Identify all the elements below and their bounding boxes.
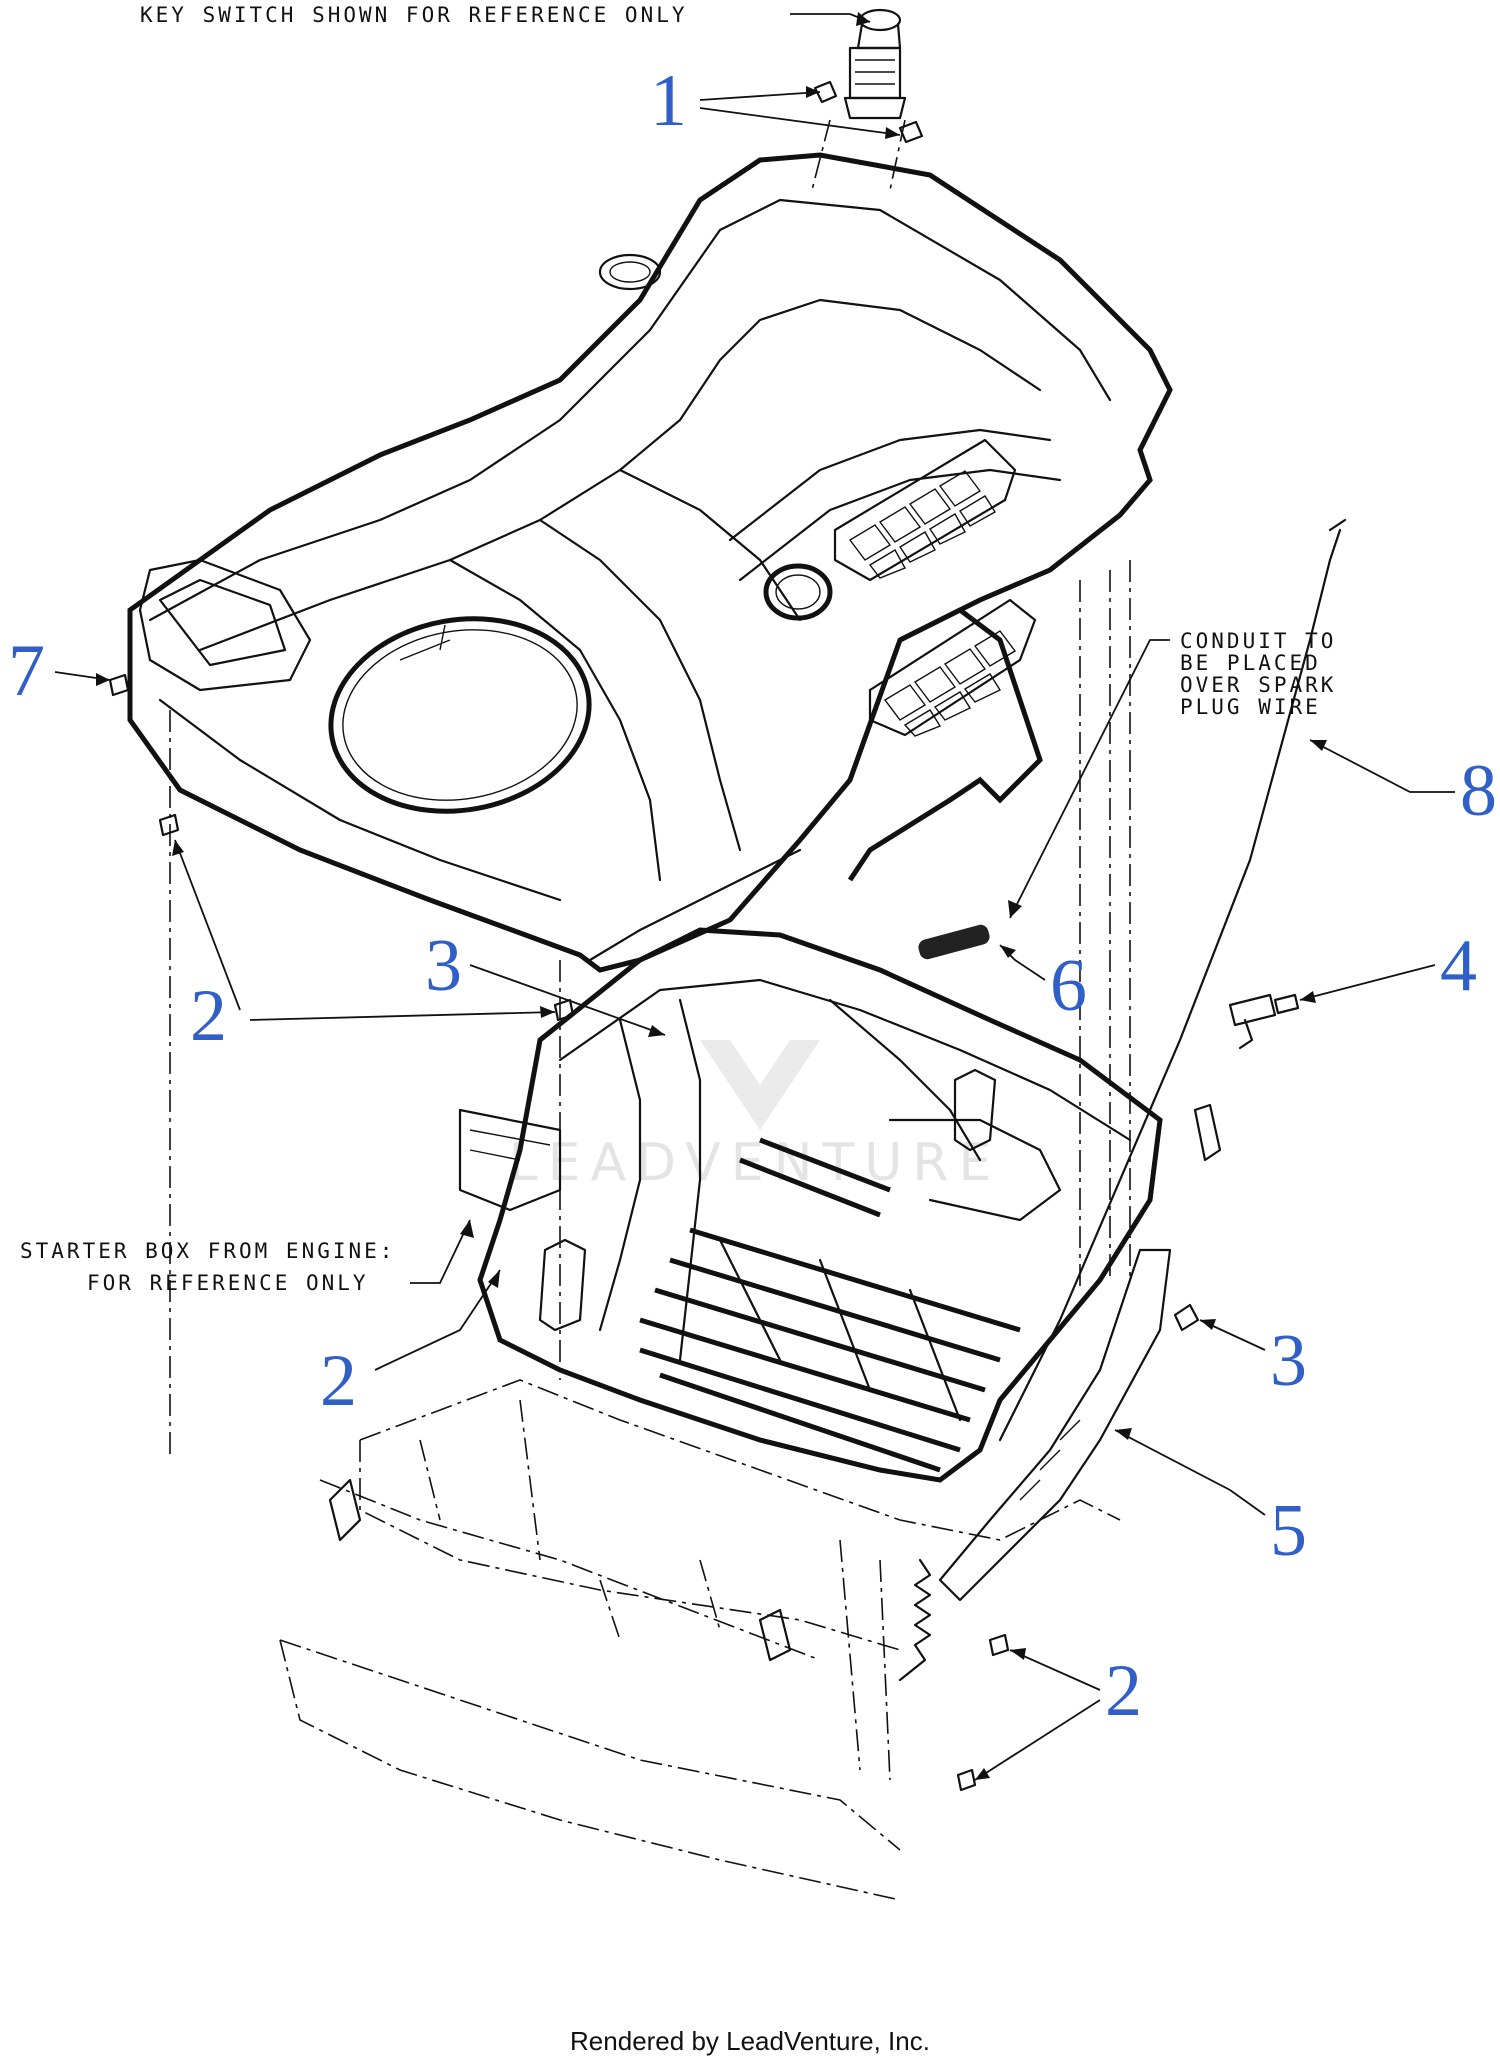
note-starter-line1: STARTER BOX FROM ENGINE: <box>20 1239 395 1263</box>
note-conduit-line1: CONDUIT TO <box>1180 629 1336 653</box>
note-key-switch-text: KEY SWITCH SHOWN FOR REFERENCE ONLY <box>140 3 688 27</box>
part-5-bracket <box>938 1248 1172 1602</box>
callout-1-label: 1 <box>650 60 687 142</box>
part-6-conduit <box>918 924 990 960</box>
key-switch <box>811 8 907 191</box>
callout-4: 4 <box>1299 925 1477 1007</box>
lower-vent-grille <box>868 598 1037 737</box>
callout-2b: 2 <box>320 1269 501 1422</box>
callout-3b-label: 3 <box>1270 1320 1307 1402</box>
part-8-rod <box>998 518 1347 1442</box>
callout-5: 5 <box>1114 1428 1307 1572</box>
callout-2a: 2 <box>172 839 556 1057</box>
top-shroud <box>127 152 1173 973</box>
callout-5-label: 5 <box>1270 1490 1307 1572</box>
callout-2c: 2 <box>974 1648 1142 1781</box>
screws <box>108 673 1200 1792</box>
reference-frame <box>169 560 1131 1901</box>
callout-7-label: 7 <box>8 630 45 712</box>
callout-4-label: 4 <box>1440 925 1477 1007</box>
callout-6-label: 6 <box>1050 945 1087 1027</box>
watermark-text: LEADVENTURE <box>509 1133 1002 1193</box>
callout-8-label: 8 <box>1460 750 1497 832</box>
spring <box>898 1558 932 1682</box>
starter-box <box>458 1108 562 1212</box>
callout-6: 6 <box>999 944 1087 1027</box>
callout-7: 7 <box>8 630 111 712</box>
callout-3b: 3 <box>1199 1319 1307 1402</box>
note-conduit-line2: BE PLACED <box>1180 651 1321 675</box>
callout-2a-label: 2 <box>190 975 227 1057</box>
callout-2c-label: 2 <box>1105 1650 1142 1732</box>
note-conduit: CONDUIT TO BE PLACED OVER SPARK PLUG WIR… <box>1008 629 1336 919</box>
part-4-connector <box>1228 993 1300 1050</box>
callout-8: 8 <box>1309 739 1497 832</box>
lower-housing <box>477 927 1222 1483</box>
callout-3a: 3 <box>425 925 666 1037</box>
note-starter-line2: FOR REFERENCE ONLY <box>87 1271 369 1295</box>
grate-bars <box>639 1137 1021 1473</box>
callout-1: 1 <box>650 60 901 142</box>
callout-2b-label: 2 <box>320 1340 357 1422</box>
note-conduit-line4: PLUG WIRE <box>1180 695 1321 719</box>
part-1-screws <box>813 80 924 144</box>
upper-vent-grille <box>833 438 1017 582</box>
callout-3a-label: 3 <box>425 925 462 1007</box>
note-starter-box: STARTER BOX FROM ENGINE: FOR REFERENCE O… <box>20 1219 474 1295</box>
watermark: LEADVENTURE <box>509 1040 1002 1193</box>
note-key-switch: KEY SWITCH SHOWN FOR REFERENCE ONLY <box>140 3 871 27</box>
note-conduit-line3: OVER SPARK <box>1180 673 1336 697</box>
footer-credit: Rendered by LeadVenture, Inc. <box>570 2026 930 2056</box>
